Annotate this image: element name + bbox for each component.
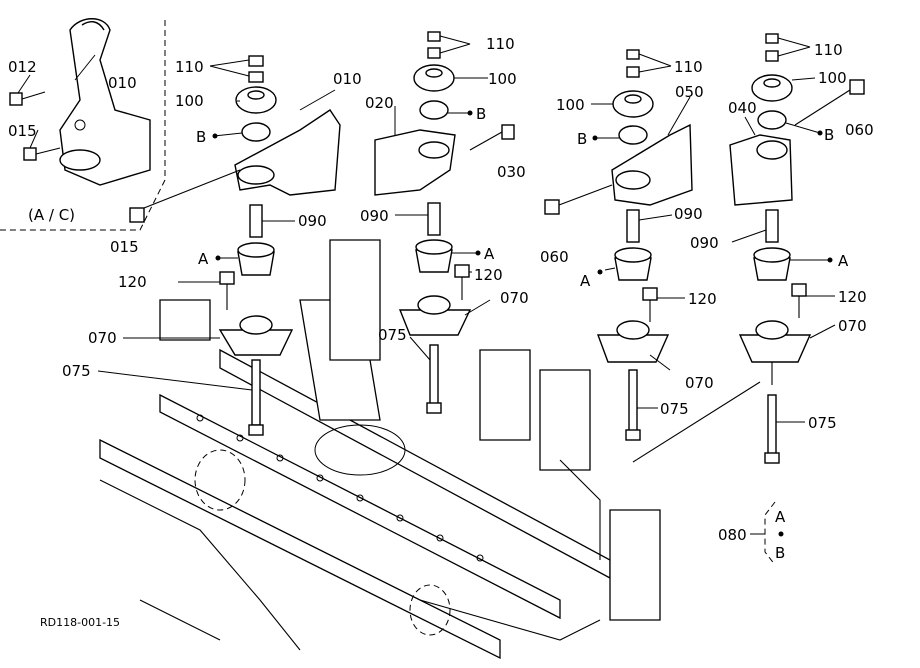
label-090-3: 090 xyxy=(674,205,703,223)
label-080-b: B xyxy=(775,544,785,562)
label-070-1: 070 xyxy=(88,329,117,347)
mount-group-1 xyxy=(129,55,341,436)
mount-group-2 xyxy=(374,31,515,414)
label-120-4: 120 xyxy=(838,288,867,306)
label-075-2: 075 xyxy=(378,326,407,344)
mount-group-3 xyxy=(544,49,693,441)
label-100-2: 100 xyxy=(488,70,517,88)
label-a-2: A xyxy=(484,245,495,263)
label-030: 030 xyxy=(497,163,526,181)
label-a-3: A xyxy=(580,272,591,290)
label-b-3: B xyxy=(577,130,587,148)
label-010-inset: 010 xyxy=(108,74,137,92)
label-080-a: A xyxy=(775,508,786,526)
label-015: 015 xyxy=(110,238,139,256)
label-b-1: B xyxy=(196,128,206,146)
label-a-4: A xyxy=(838,252,849,270)
label-b-4: B xyxy=(824,126,834,144)
label-012: 012 xyxy=(8,58,37,76)
ref-080-bracket xyxy=(750,501,776,566)
label-120-2: 120 xyxy=(474,266,503,284)
label-b-2: B xyxy=(476,105,486,123)
label-070-4: 070 xyxy=(838,317,867,335)
label-110-4: 110 xyxy=(814,41,843,59)
bolt-012 xyxy=(9,91,46,106)
mount-group-4 xyxy=(632,33,865,464)
label-075-3: 075 xyxy=(660,400,689,418)
label-100-1: 100 xyxy=(175,92,204,110)
label-110-2: 110 xyxy=(486,35,515,53)
label-015-inset: 015 xyxy=(8,122,37,140)
label-075-1: 075 xyxy=(62,362,91,380)
label-070-3: 070 xyxy=(685,374,714,392)
label-100-3: 100 xyxy=(556,96,585,114)
label-120-3: 120 xyxy=(688,290,717,308)
marker-dots xyxy=(212,110,833,537)
label-060-1: 060 xyxy=(540,248,569,266)
label-075-4: 075 xyxy=(808,414,837,432)
label-090-4: 090 xyxy=(690,234,719,252)
label-a-1: A xyxy=(198,250,209,268)
drawing-reference-code: RD118-001-15 xyxy=(40,616,120,629)
label-090-1: 090 xyxy=(298,212,327,230)
label-a-c: (A / C) xyxy=(28,206,75,224)
inset-a-c xyxy=(0,18,166,231)
label-080: 080 xyxy=(718,526,747,544)
bolt-015-inset xyxy=(23,147,61,161)
leader-lines xyxy=(97,35,836,423)
label-050: 050 xyxy=(675,83,704,101)
label-010: 010 xyxy=(333,70,362,88)
tractor-frame xyxy=(99,239,661,660)
part-labels: 012 010 015 (A / C) 015 110 100 B 010 09… xyxy=(8,35,874,629)
label-110-1: 110 xyxy=(175,58,204,76)
label-020: 020 xyxy=(365,94,394,112)
label-070-2: 070 xyxy=(500,289,529,307)
label-100-4: 100 xyxy=(818,69,847,87)
label-110-3: 110 xyxy=(674,58,703,76)
label-090-2: 090 xyxy=(360,207,389,225)
label-120-1: 120 xyxy=(118,273,147,291)
label-060-2: 060 xyxy=(845,121,874,139)
label-040: 040 xyxy=(728,99,757,117)
